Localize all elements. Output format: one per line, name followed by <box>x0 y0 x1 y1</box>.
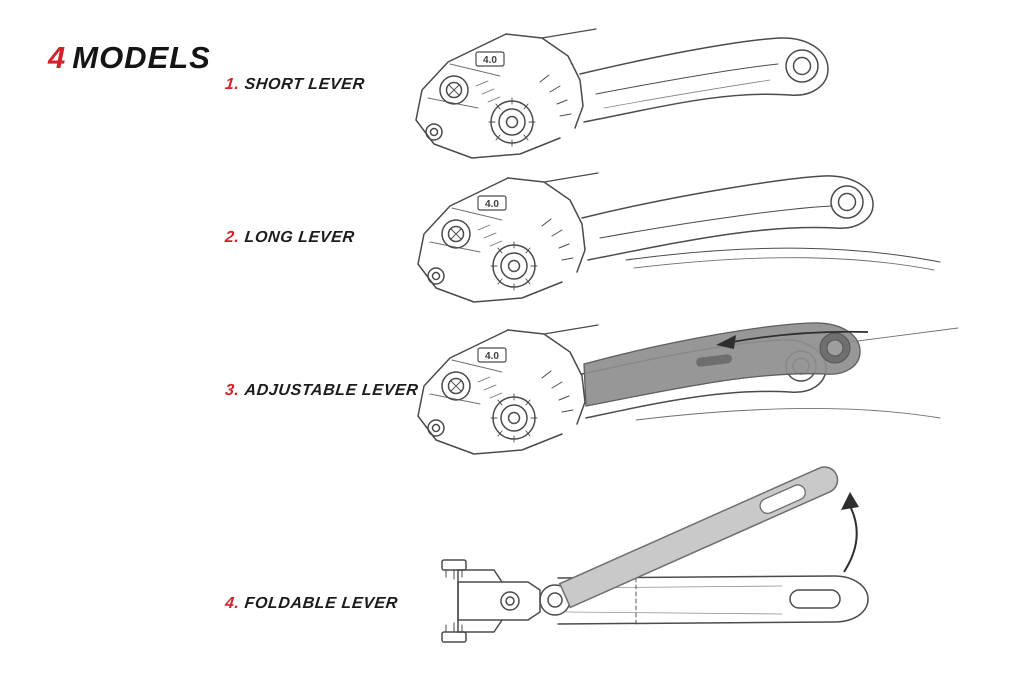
model-number: 1. <box>224 76 241 93</box>
clamp-fork-outline <box>457 581 541 621</box>
short-lever-blade <box>579 37 829 123</box>
model-name: FOLDABLE LEVER <box>243 595 399 612</box>
title-word: MODELS <box>72 40 211 75</box>
model-number: 3. <box>224 382 241 399</box>
model-number: 4. <box>224 595 241 612</box>
title-number: 4 <box>48 40 67 75</box>
model-label-long-lever: 2.LONG LEVER <box>224 229 355 247</box>
long-lever-blade <box>581 175 941 271</box>
model-label-short-lever: 1.SHORT LEVER <box>224 76 366 94</box>
model-number: 2. <box>224 229 241 246</box>
folded-blade-slot <box>759 484 806 515</box>
foldable-lever-body <box>441 559 869 643</box>
adjustable-lever-illustration <box>417 322 959 455</box>
clamp-bolt-bottom-icon <box>441 622 467 643</box>
blade-end-ring <box>785 49 819 83</box>
model-name: SHORT LEVER <box>243 76 366 93</box>
adjustable-lever-blade-adjusted-position <box>583 322 861 407</box>
short-lever-illustration <box>415 28 829 159</box>
fold-up-arrow-icon <box>841 492 859 573</box>
clamp-bolt-top-icon <box>441 559 467 580</box>
folded-blade <box>558 466 839 609</box>
model-label-foldable-lever: 4.FOLDABLE LEVER <box>224 595 399 613</box>
body-end-slot <box>789 589 841 609</box>
long-lever-illustration <box>417 172 941 303</box>
model-name: LONG LEVER <box>243 229 356 246</box>
reach-adjust-arrow-icon <box>716 330 869 349</box>
foldable-lever-illustration <box>441 466 869 643</box>
blade-end-ring <box>830 185 864 219</box>
